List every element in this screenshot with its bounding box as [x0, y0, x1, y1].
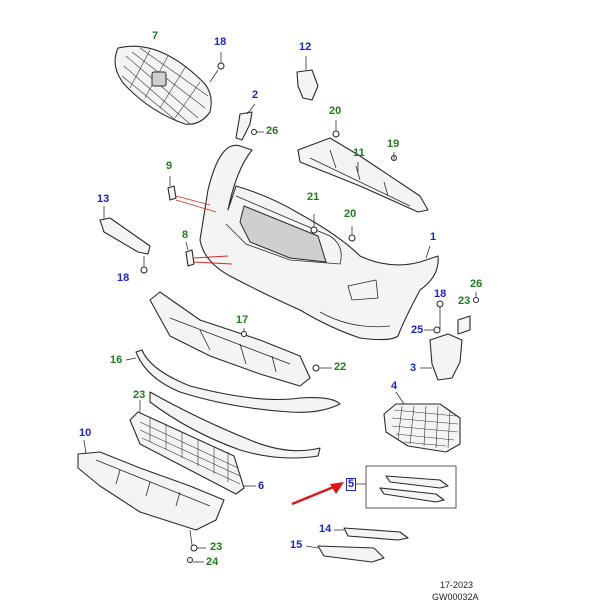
callout-6: 6	[258, 480, 265, 492]
callout-23c: 23	[210, 541, 223, 553]
callout-22: 22	[334, 361, 347, 373]
callout-23: 23	[458, 295, 471, 307]
callout-4: 4	[391, 380, 398, 392]
splash-shield	[77, 451, 225, 531]
callout-8: 8	[182, 229, 189, 241]
callout-23b: 23	[133, 389, 146, 401]
callout-19: 19	[387, 138, 400, 150]
callout-18b: 18	[117, 272, 130, 284]
callout-7: 7	[152, 30, 159, 42]
callout-1: 1	[430, 231, 437, 243]
callout-18: 18	[214, 36, 227, 48]
caption-code: GW00032A	[432, 592, 479, 602]
lower-trim	[135, 349, 341, 413]
side-bracket-3	[429, 333, 463, 381]
lower-lip	[149, 391, 321, 459]
callout-5-highlighted: 5	[346, 478, 357, 491]
callout-11: 11	[353, 147, 365, 159]
callout-17: 17	[236, 314, 249, 326]
callout-26: 26	[266, 125, 279, 137]
callout-10: 10	[79, 427, 92, 439]
callout-16: 16	[110, 354, 123, 366]
callout-15: 15	[290, 539, 303, 551]
callout-18c: 18	[434, 288, 447, 300]
callout-20b: 20	[344, 208, 357, 220]
callout-20: 20	[329, 105, 342, 117]
callout-24: 24	[206, 556, 219, 568]
callout-2: 2	[252, 89, 259, 101]
callout-25: 25	[411, 324, 424, 336]
bracket-12	[296, 69, 319, 101]
trim-strip-15	[317, 545, 385, 563]
trim-strip-14	[343, 527, 409, 541]
side-bracket-13	[99, 217, 151, 255]
callout-13: 13	[97, 193, 110, 205]
callout-14: 14	[319, 523, 332, 535]
callout-26b: 26	[470, 278, 483, 290]
lower-grille	[129, 411, 245, 495]
fog-grille	[383, 403, 461, 453]
callout-12: 12	[299, 41, 312, 53]
upper-carrier	[297, 137, 429, 213]
caption-date: 17-2023	[440, 580, 474, 590]
callout-21: 21	[307, 191, 320, 203]
lower-carrier	[149, 291, 311, 387]
callout-3: 3	[410, 362, 417, 374]
upper-grille	[114, 45, 212, 125]
callout-9: 9	[166, 160, 173, 172]
